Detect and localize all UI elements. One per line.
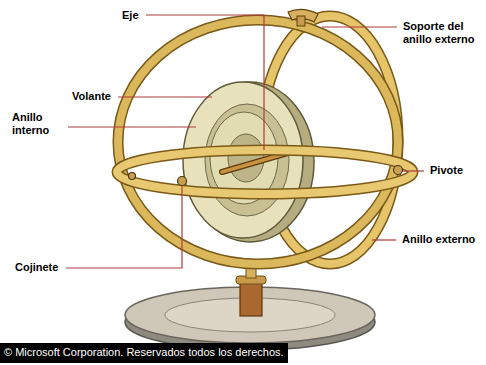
part-label: Eje [122,9,139,22]
part-label: Soporte del anillo externo [403,20,479,46]
copyright-notice: © Microsoft Corporation. Reservados todo… [4,346,284,359]
part-label: Volante [72,90,111,103]
part-label: Anillo interno [12,111,62,137]
part-label: Anillo externo [402,233,475,246]
part-label: Pivote [430,164,463,177]
part-label: Cojinete [15,261,58,274]
